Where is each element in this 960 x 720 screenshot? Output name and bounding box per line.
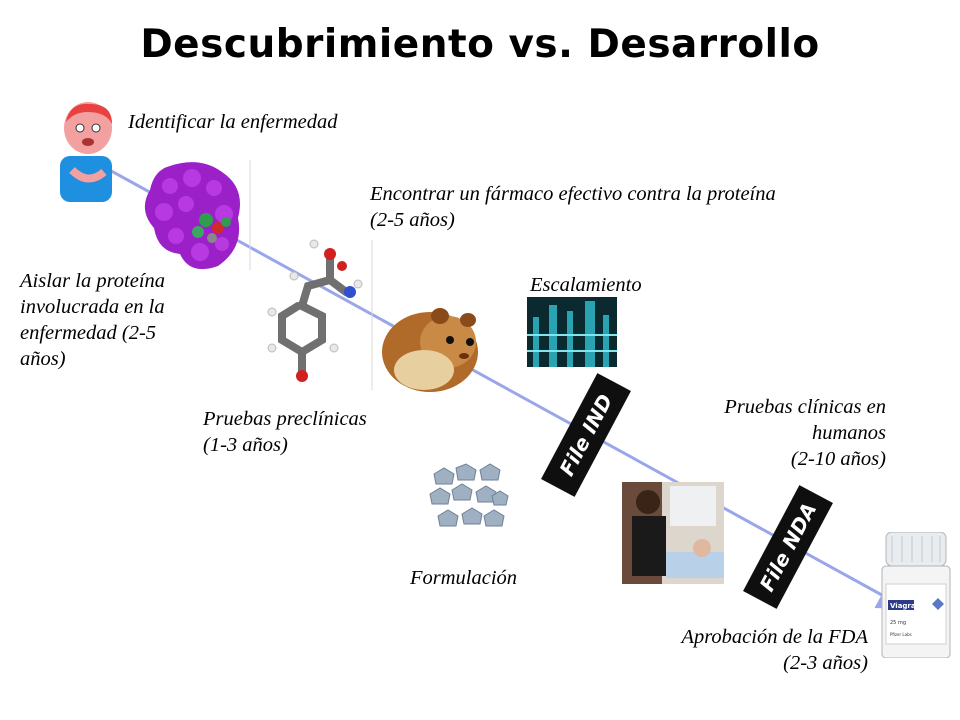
clinical-trial-image bbox=[622, 482, 724, 584]
label-preclinical: Pruebas preclínicas (1-3 años) bbox=[203, 408, 367, 456]
bottle-maker: Pfizer Labs bbox=[890, 632, 912, 637]
label-scale-up: Escalamiento bbox=[530, 274, 642, 296]
viagra-bottle-image: Viagra 25 mg Pfizer Labs bbox=[881, 532, 951, 658]
scale-up-plant-image bbox=[527, 297, 617, 367]
label-clinical-trials: Pruebas clínicas en humanos (2-10 años) bbox=[724, 396, 886, 470]
label-find-drug: Encontrar un fármaco efectivo contra la … bbox=[370, 183, 776, 231]
protein-structure-image bbox=[144, 162, 240, 270]
bottle-dose: 25 mg bbox=[890, 620, 906, 626]
bottle-brand: Viagra bbox=[890, 602, 916, 610]
sick-person-image bbox=[60, 102, 112, 202]
label-identify-disease: Identificar la enfermedad bbox=[128, 111, 338, 133]
slide-title: Descubrimiento vs. Desarrollo bbox=[140, 22, 820, 67]
molecule-model-image bbox=[267, 239, 363, 382]
pills-image bbox=[429, 463, 509, 527]
label-isolate-protein: Aislar la proteína involucrada en la enf… bbox=[20, 270, 166, 370]
label-formulation: Formulación bbox=[410, 567, 518, 589]
hamster-image bbox=[382, 308, 478, 392]
label-fda-approval: Aprobación de la FDA (2-3 años) bbox=[681, 626, 868, 674]
